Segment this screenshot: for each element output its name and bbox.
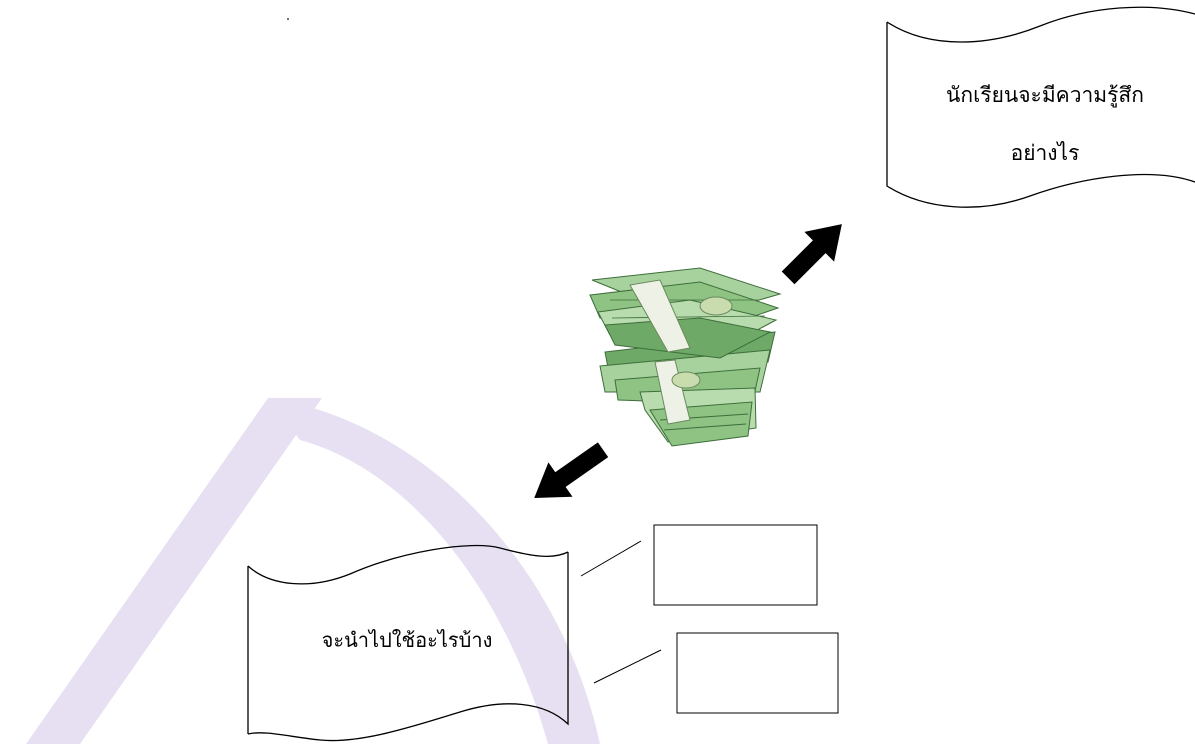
top-note-line1: นักเรียนจะมีความรู้สึก (946, 83, 1144, 107)
money-stack-icon (589, 267, 782, 447)
connector-line (593, 649, 662, 684)
stray-dot (287, 18, 289, 20)
watermark-logo (26, 398, 600, 744)
answer-box[interactable] (653, 524, 818, 606)
bottom-note-caption: จะนำไปใช้อะไรบ้าง (321, 628, 493, 652)
arrow-up-right-icon (781, 224, 842, 285)
bottom-note-shape (247, 544, 569, 742)
connector-line (580, 540, 642, 577)
top-note-shape (886, 6, 1195, 208)
top-note-line2: อย่างไร (1010, 141, 1080, 165)
top-note-caption: นักเรียนจะมีความรู้สึก อย่างไร (900, 66, 1190, 182)
arrow-down-left-icon (534, 442, 609, 498)
answer-box[interactable] (676, 632, 839, 714)
